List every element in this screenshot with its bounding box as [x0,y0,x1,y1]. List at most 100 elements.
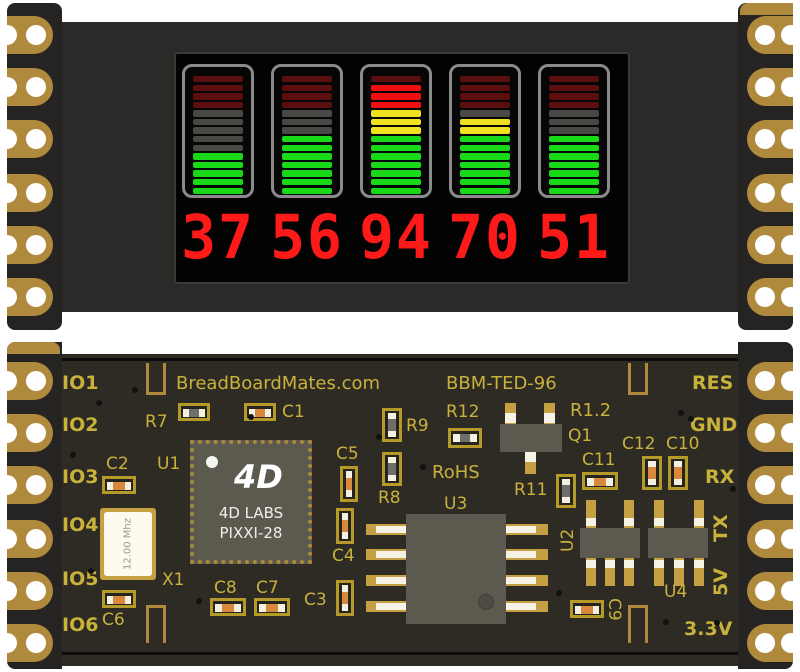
via [96,400,102,406]
model-label: BBM-TED-96 [446,373,557,394]
header-pad [0,226,53,264]
mcu-part: PIXXI-28 [219,524,283,542]
gauge-bar-red [371,101,421,109]
header-pad [747,16,800,54]
gauge-bar-yellow [371,110,421,117]
gauge-bar-green [282,153,332,160]
resistor-r11 [556,474,576,508]
gauge-bar-gray [193,110,243,117]
gauge-bar-green [460,178,510,186]
crystal-x1: 12.00 Mhz [100,508,156,580]
r11-ref: R11 [514,480,548,500]
x1-ref: X1 [162,570,185,590]
gauge-bar-green [193,170,243,177]
resistor-r12 [448,428,482,448]
gauge-bar-red [371,84,421,91]
gauge-bar-green [460,136,510,143]
pin-pad-res [747,362,800,400]
u2-lead [605,558,615,586]
gauge-bar-green [460,144,510,152]
board-edge [62,652,738,655]
header-pad [747,226,800,264]
pin-label-tx: TX [710,514,732,542]
c7-ref: C7 [256,578,279,598]
pin-pad-io4 [0,520,53,558]
capacitor-c6 [102,590,136,608]
resistor-r7 [178,403,210,421]
gauge-bar-gray [193,144,243,152]
4d-logo-icon: 4D [234,458,283,496]
via [196,598,202,604]
pin-label-3v3: 3.3V [684,618,733,640]
pin-pad-5v [747,572,800,610]
chip-u2 [580,528,640,558]
gauge-bar-gray [549,127,599,134]
gauge-bar-green [371,153,421,160]
q1-lead [525,452,536,474]
header-pad [747,174,800,212]
r8-ref: R8 [378,488,401,508]
gauge-bar-darkred [460,84,510,91]
pin-pad-gnd [747,414,800,452]
pin-pad-io5 [0,572,53,610]
r12-ref: R12 [446,402,480,422]
c3-ref: C3 [304,590,327,610]
gauge-bar-darkred [193,93,243,100]
gauge-bar-green [371,136,421,143]
u3-lead [506,575,548,586]
gauge-bar-darkred [549,101,599,109]
u2-lead [624,500,634,528]
gauge-bar-yellow [371,127,421,134]
gauge-4-value: 70 [448,201,522,273]
resistor-r8 [382,452,402,486]
crystal-label: 12.00 Mhz [122,517,134,571]
c12-ref: C12 [622,434,656,454]
gauge-bar-green [282,170,332,177]
u3-lead [366,549,408,560]
gauge-bar-gray [549,110,599,117]
via [88,568,94,574]
capacitor-c8 [210,598,246,616]
q1-lead [505,403,516,425]
capacitor-c5 [340,466,358,502]
u2-lead [586,500,596,528]
u3-lead [506,549,548,560]
oled-screen: 37 56 94 70 51 [174,52,630,284]
via [132,387,138,393]
u3-ref: U3 [444,494,468,514]
gauge-bar-green [549,161,599,169]
capacitor-c12 [642,456,662,490]
gauge-bar-gray [193,136,243,143]
gauge-bar-green [460,170,510,177]
gauge-bar-green [371,170,421,177]
c2-ref: C2 [106,454,129,474]
chip-u3 [406,514,506,624]
gauge-bar-gray [282,110,332,117]
tab-marker [146,605,166,643]
capacitor-c7 [254,598,290,616]
pin-label-io3: IO3 [62,466,99,488]
gauge-bar-green [193,187,243,194]
gauge-bar-gray [193,127,243,134]
pin-pad-3v3 [747,624,800,662]
via [663,619,669,625]
gauge-bar-darkred [460,76,510,83]
left-header-strip-top [7,3,62,330]
capacitor-c2 [102,476,136,494]
gauge-bar-green [549,178,599,186]
gauge-bar-darkred [460,101,510,109]
gauge-1-value: 37 [181,201,255,273]
header-pad [747,278,800,316]
gauge-bar-yellow [371,118,421,126]
gauge-bar-yellow [460,127,510,134]
u4-lead [654,558,664,586]
u3-lead [506,524,548,535]
u4-lead [694,558,704,586]
pin-label-io4: IO4 [62,514,99,536]
via [376,434,382,440]
gauge-bar-green [282,144,332,152]
u2-lead [624,558,634,586]
gauge-bar-yellow [460,118,510,126]
header-pad [0,68,53,106]
c10-ref: C10 [666,434,700,454]
